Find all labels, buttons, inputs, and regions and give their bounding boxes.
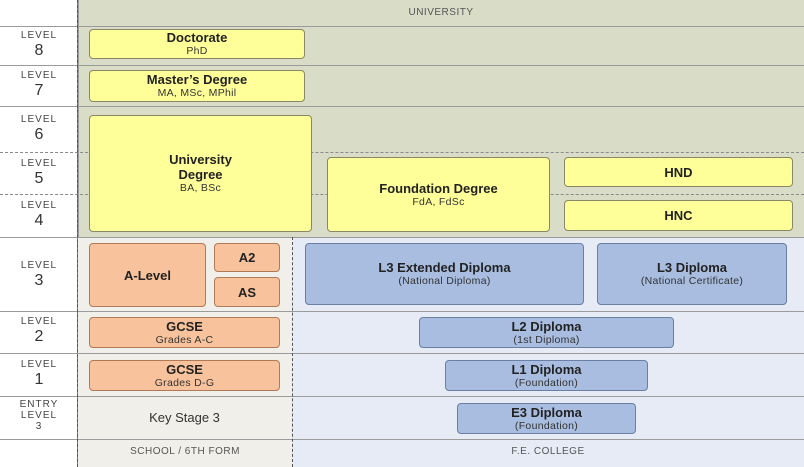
college-footer-zone: [292, 439, 804, 467]
level-5-label: LEVEL 5: [20, 158, 58, 187]
foundation-degree-box: Foundation Degree FdA, FdSc: [327, 157, 550, 232]
university-degree-box: University Degree BA, BSc: [89, 115, 312, 232]
level-8-label: LEVEL 8: [20, 30, 58, 59]
doctorate-box: Doctorate PhD: [89, 29, 305, 59]
key-stage-3-label: Key Stage 3: [149, 409, 220, 425]
l3-diploma-box: L3 Diploma (National Certificate): [597, 243, 787, 305]
gcse-grades-a-c-box: GCSE Grades A-C: [89, 317, 280, 348]
a2-box: A2: [214, 243, 280, 272]
hnd-box: HND: [564, 157, 793, 187]
row-divider: [0, 439, 804, 440]
row-divider: [0, 106, 804, 107]
masters-degree-box: Master’s Degree MA, MSc, MPhil: [89, 70, 305, 102]
column-divider: [77, 0, 78, 467]
level-4-label: LEVEL 4: [20, 200, 58, 229]
row-divider: [0, 396, 804, 397]
gcse-grades-d-g-box: GCSE Grades D-G: [89, 360, 280, 391]
university-header: UNIVERSITY: [408, 7, 474, 18]
l1-diploma-box: L1 Diploma (Foundation): [445, 360, 648, 391]
l2-diploma-box: L2 Diploma (1st Diploma): [419, 317, 674, 348]
l3-extended-diploma-box: L3 Extended Diploma (National Diploma): [305, 243, 584, 305]
level-7-label: LEVEL 7: [20, 70, 58, 99]
school-header: SCHOOL / 6TH FORM: [130, 446, 240, 457]
row-divider: [0, 26, 804, 27]
level-6-label: LEVEL 6: [20, 114, 58, 143]
as-box: AS: [214, 277, 280, 307]
row-divider: [0, 237, 804, 238]
row-divider: [0, 65, 804, 66]
college-header: F.E. COLLEGE: [511, 446, 585, 457]
row-divider: [0, 152, 804, 153]
level-1-label: LEVEL 1: [20, 359, 58, 388]
column-divider: [292, 237, 293, 467]
a-level-box: A-Level: [89, 243, 206, 307]
entry-level-3-label: ENTRY LEVEL 3: [19, 399, 59, 432]
row-divider: [0, 311, 804, 312]
row-divider: [0, 353, 804, 354]
e3-diploma-box: E3 Diploma (Foundation): [457, 403, 636, 434]
level-2-label: LEVEL 2: [20, 316, 58, 345]
level-3-label: LEVEL 3: [20, 260, 58, 289]
school-footer-zone: [78, 439, 292, 467]
hnc-box: HNC: [564, 200, 793, 231]
